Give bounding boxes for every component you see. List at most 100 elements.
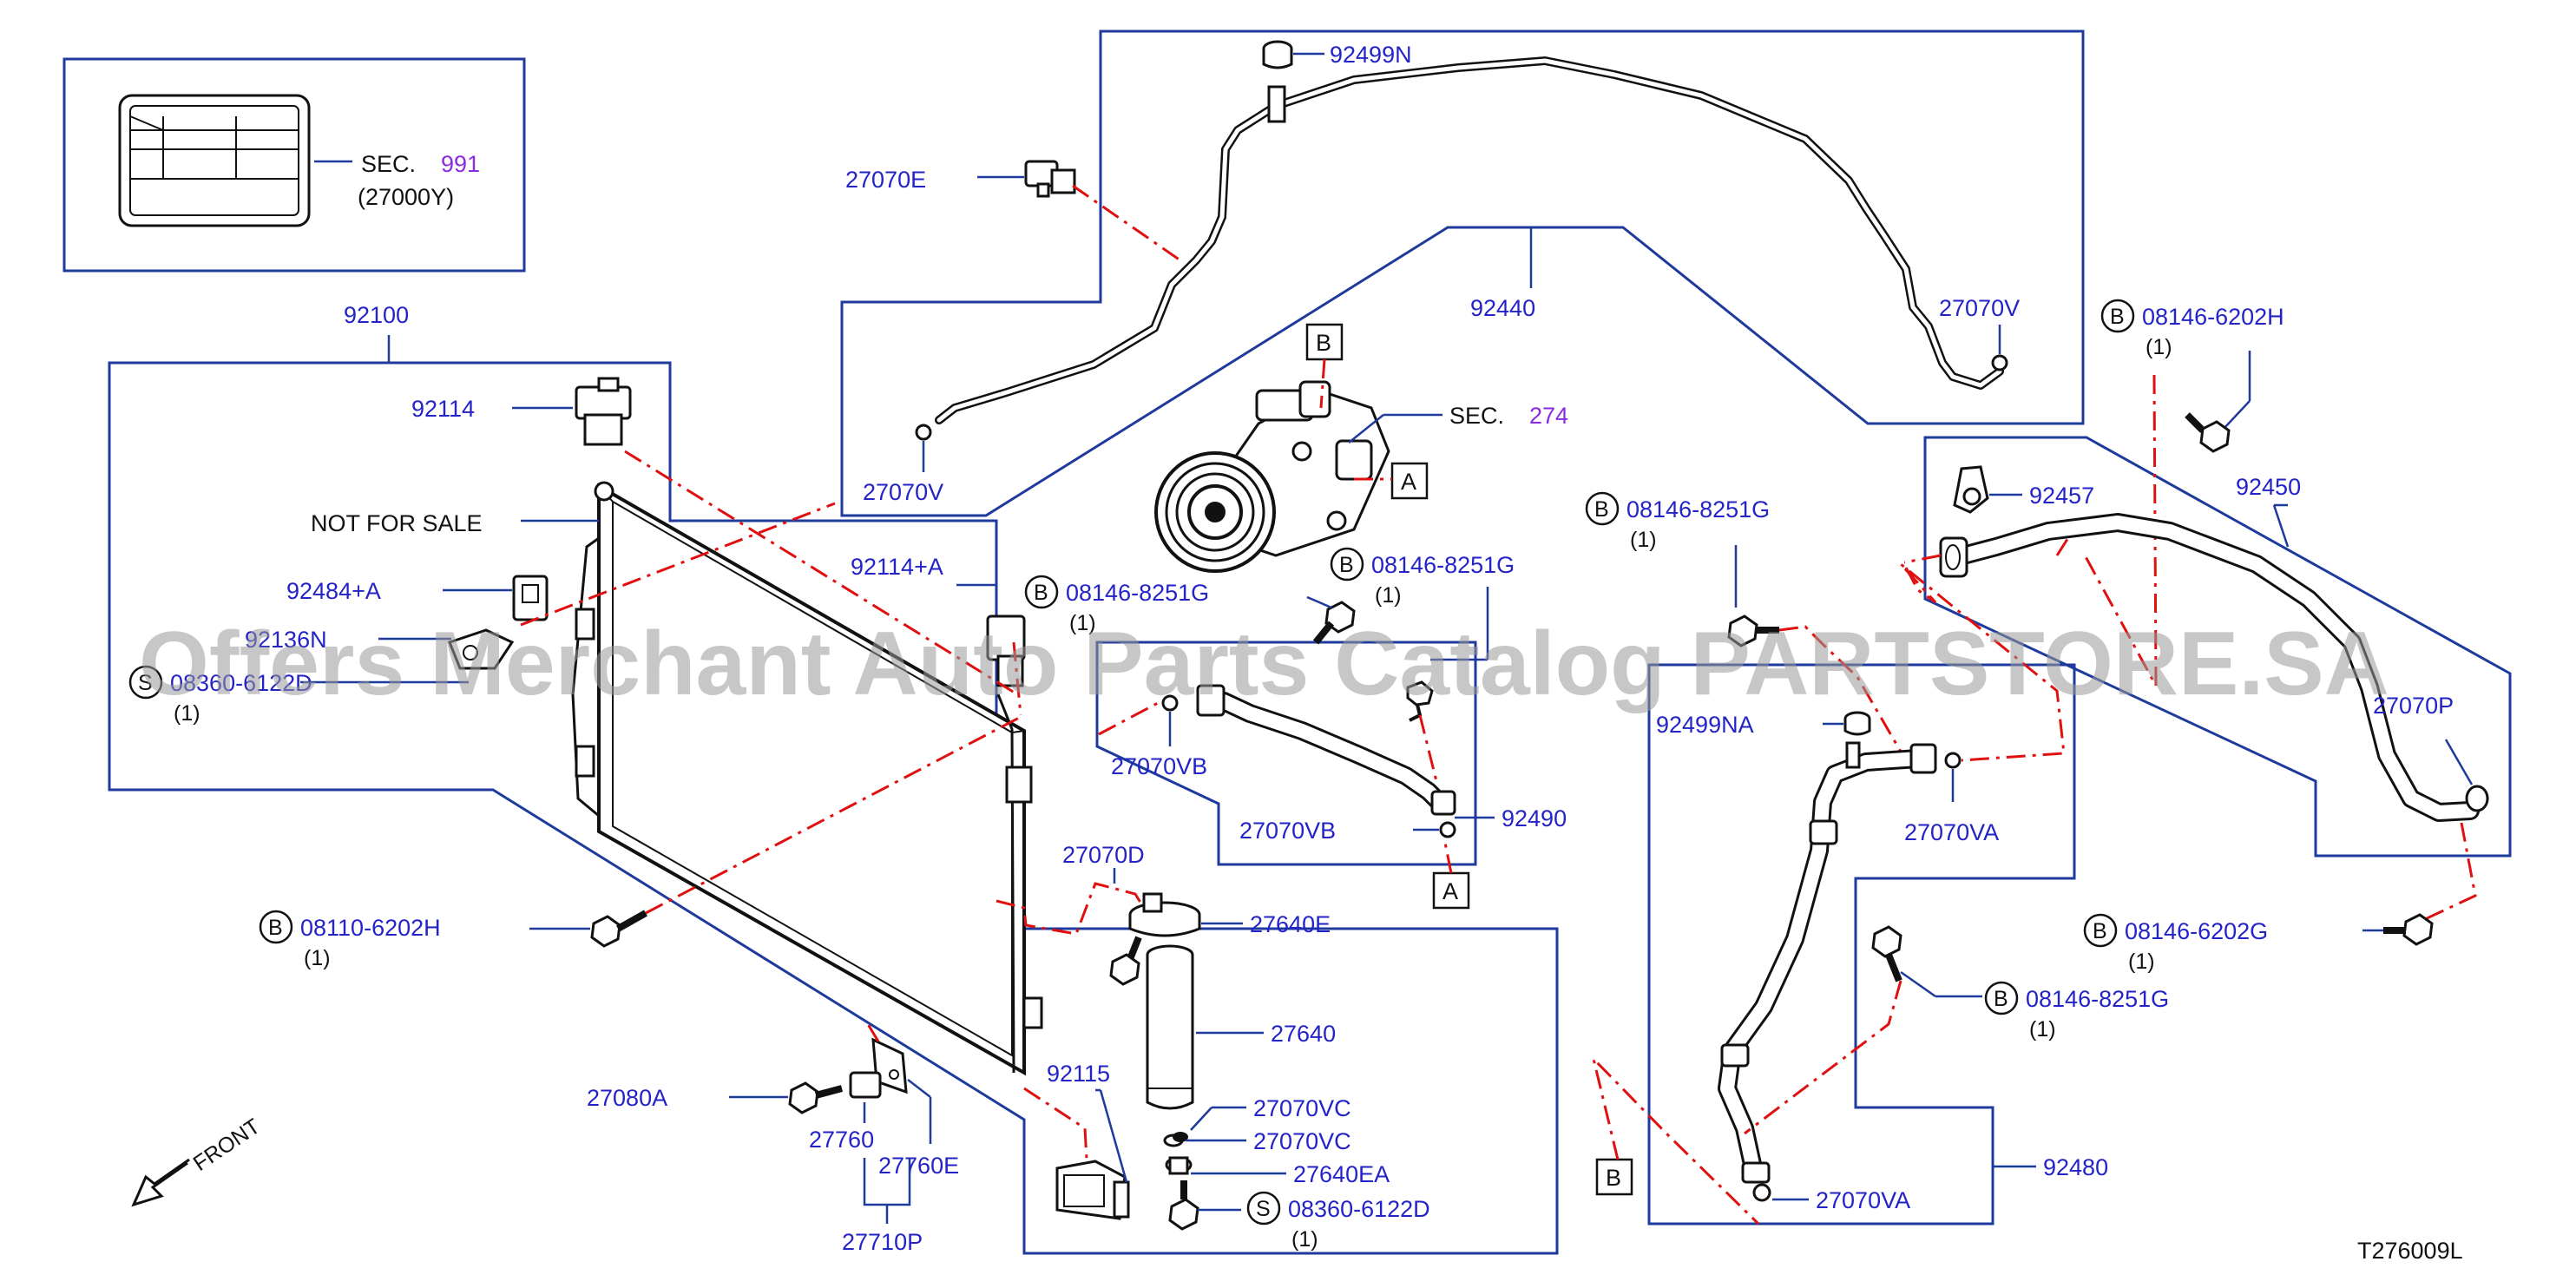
bolt-letter-B-circle-8251G-4	[1984, 981, 2019, 1015]
label-08360-6122D: 08360-6122D	[1288, 1196, 1430, 1222]
label-27070VB-2: 27070VB	[1239, 818, 1336, 844]
watermark: Offers Merchant Auto Parts Catalog PARTS…	[139, 614, 2389, 714]
bolt-letter-B-8251G-2: B	[1339, 553, 1354, 577]
label-92457: 92457	[2029, 483, 2094, 509]
bolt-27640E-icon	[1109, 936, 1142, 986]
hose-92480-icon	[1718, 741, 1937, 1184]
label-27070V-left: 27070V	[863, 479, 943, 505]
label-27070V-top: 27070V	[1939, 295, 2020, 321]
bolt-letter-B-6202H: B	[2110, 305, 2125, 329]
pipe-92450-icon	[1939, 513, 2480, 822]
label-08146-6202H: 08146-6202H	[2142, 304, 2284, 330]
bolt-letter-S-right: S	[1256, 1197, 1271, 1221]
label-27760E: 27760E	[878, 1153, 959, 1179]
label-27640EA: 27640EA	[1293, 1161, 1390, 1187]
label-08146-8251G-4: 08146-8251G	[2026, 986, 2169, 1012]
label-08146-6202G: 08146-6202G	[2125, 918, 2268, 944]
o-ring-27070VA-2-icon	[1752, 1183, 1771, 1202]
bolt-08360-6122D-icon	[1168, 1180, 1199, 1231]
callout-B-top-box	[1305, 323, 1344, 361]
qty-08146-8251G-1: (1)	[1069, 611, 1096, 635]
label-92114A: 92114+A	[851, 554, 943, 580]
callout-B-bottom: B	[1606, 1165, 1621, 1191]
o-ring-27070V-left-icon	[915, 424, 932, 441]
label-27070D: 27070D	[1062, 842, 1145, 868]
qty-08146-6202G: (1)	[2128, 950, 2155, 974]
label-27640: 27640	[1271, 1021, 1336, 1047]
label-27070VB-1: 27070VB	[1111, 753, 1207, 779]
bolt-8251G-4-icon	[1871, 925, 1902, 982]
o-ring-27070VB-1-icon	[1161, 694, 1179, 712]
receiver-dryer-27640-icon	[1146, 944, 1194, 1110]
label-92484A: 92484+A	[286, 578, 381, 604]
pipe-92440	[935, 56, 2004, 424]
compressor-icon	[1154, 380, 1390, 573]
bracket-92136N-icon	[448, 628, 515, 670]
bolt-letter-S-circle-left	[128, 665, 163, 700]
label-27760: 27760	[809, 1127, 874, 1153]
label-27070VA-1: 27070VA	[1904, 819, 1999, 845]
callout-B-bottom-box	[1595, 1158, 1633, 1196]
bolt-letter-B-circle-6202G	[2083, 913, 2118, 948]
front-label: FRONT	[189, 1114, 265, 1176]
label-08146-8251G-2: 08146-8251G	[1371, 552, 1515, 578]
label-92450: 92450	[2236, 474, 2301, 500]
hose-92490-icon	[1196, 680, 1456, 816]
label-27080A: 27080A	[587, 1085, 667, 1111]
label-92114: 92114	[411, 396, 475, 422]
bolt-letter-S-circle-right	[1246, 1191, 1281, 1226]
bolt-8251G-1-icon	[1312, 601, 1356, 645]
label-27070E: 27070E	[845, 167, 926, 193]
label-92499N: 92499N	[1330, 42, 1412, 68]
bolt-27080A-icon	[788, 1081, 844, 1114]
o-ring-27070VC-2-icon	[1163, 1134, 1184, 1147]
not-for-sale: NOT FOR SALE	[311, 510, 483, 536]
o-ring-27070VB-2-icon	[1439, 821, 1456, 838]
label-08146-8251G-1: 08146-8251G	[1066, 580, 1209, 606]
bolt-letter-B-circle-6202H	[2100, 299, 2135, 333]
qty-08110-6202H: (1)	[304, 946, 331, 970]
label-92115: 92115	[1047, 1061, 1110, 1087]
o-ring-27070V-top-icon	[1991, 354, 2008, 371]
label-27070VC-1: 27070VC	[1253, 1095, 1351, 1121]
frame-92490	[1095, 641, 1477, 866]
o-ring-27070VA-1-icon	[1944, 752, 1962, 769]
sec-274-number: 274	[1529, 403, 1568, 429]
callout-A-top-box	[1390, 462, 1429, 500]
bolt-letter-B-circle-08110	[259, 910, 293, 944]
pressure-sensor-27070E-icon	[1024, 160, 1076, 198]
bolt-6202H-icon	[2185, 412, 2231, 453]
bracket-92115-icon	[1055, 1160, 1130, 1220]
label-27070VA-2: 27070VA	[1816, 1187, 1910, 1213]
refrigerant-label-icon	[118, 94, 311, 227]
bolt-letter-S-left: S	[138, 671, 153, 695]
bracket-92114-icon	[575, 377, 632, 446]
sec-991-sub: (27000Y)	[358, 184, 454, 210]
clamp-27640E-icon	[1128, 892, 1201, 937]
label-92440: 92440	[1470, 295, 1535, 321]
cap-92499N-icon	[1262, 40, 1293, 69]
bolt-letter-B-circle-8251G-2	[1330, 547, 1364, 582]
front-arrow-icon	[131, 1158, 190, 1207]
frame-92440	[840, 30, 2085, 517]
bolt-08110-6202H-icon	[590, 910, 647, 948]
label-27640E: 27640E	[1250, 911, 1331, 937]
qty-08360-6122D: (1)	[1291, 1227, 1318, 1252]
bolt-letter-B-circle-8251G-3	[1585, 491, 1620, 526]
label-27070VC-2: 27070VC	[1253, 1128, 1351, 1154]
label-inset-box	[62, 57, 526, 273]
callout-B-top: B	[1316, 330, 1331, 356]
bracket-92484A-icon	[512, 575, 549, 621]
bolt-letter-B-8251G-1: B	[1034, 581, 1048, 605]
o-ring-27070P-icon	[2465, 785, 2489, 812]
label-92136N: 92136N	[245, 627, 327, 653]
qty-08146-8251G-4: (1)	[2029, 1017, 2056, 1042]
label-92490: 92490	[1502, 805, 1567, 831]
callout-A-bottom-box	[1432, 871, 1470, 910]
label-27070P: 27070P	[2373, 693, 2454, 719]
label-27710P: 27710P	[842, 1229, 923, 1255]
bolt-letter-B-6202G: B	[2093, 919, 2107, 943]
bolt-letter-B-8251G-4: B	[1994, 987, 2008, 1011]
label-92480: 92480	[2043, 1154, 2108, 1180]
